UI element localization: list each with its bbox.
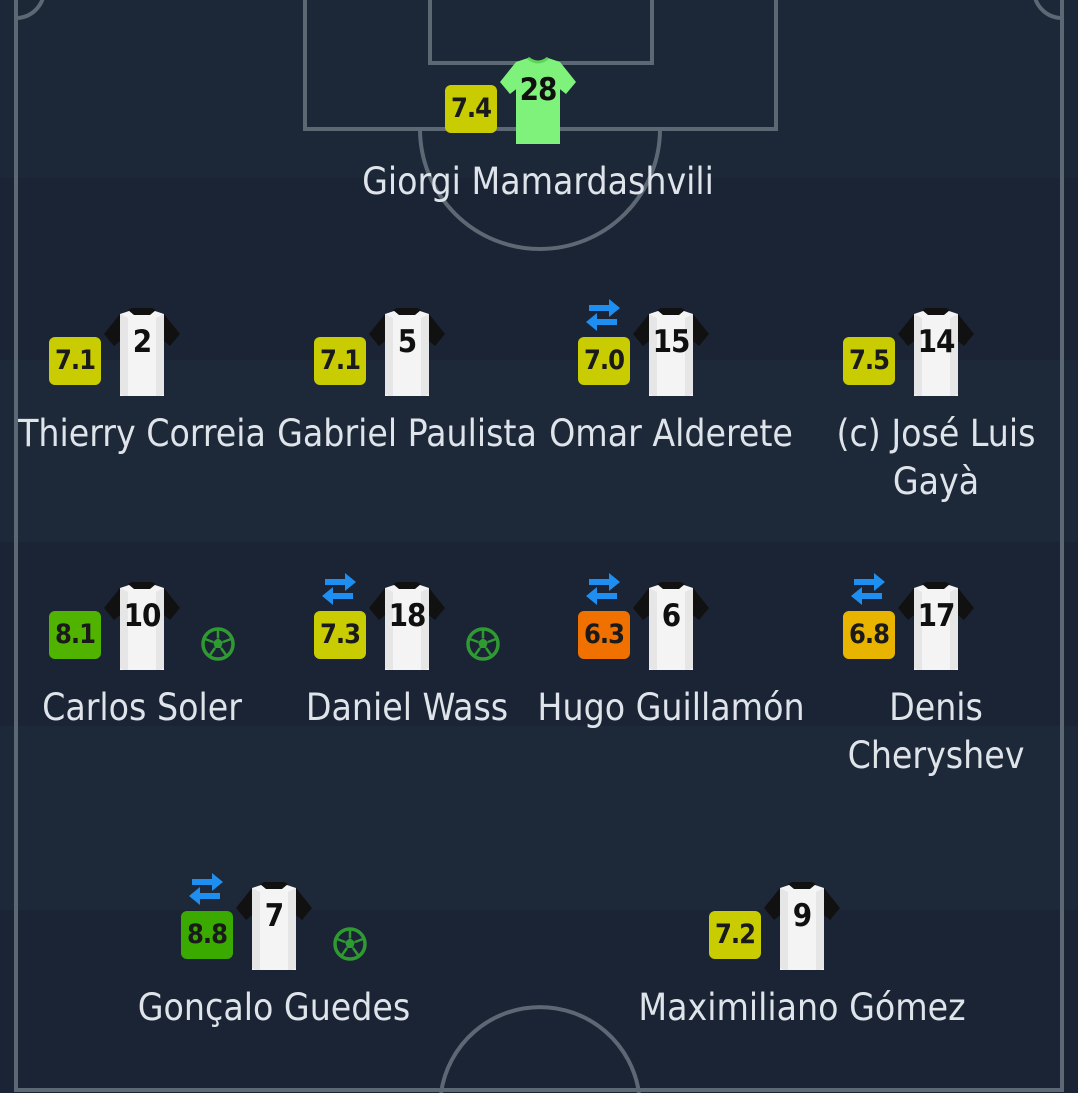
player-name: Hugo Guillamón xyxy=(537,686,805,729)
rating-badge: 7.1 xyxy=(314,337,366,385)
rating-badge: 8.1 xyxy=(49,611,101,659)
player-name: Gabriel Paulista xyxy=(277,412,537,455)
player-name: Daniel Wass xyxy=(305,686,509,729)
penalty-arc xyxy=(418,128,662,251)
shirt-number: 15 xyxy=(652,324,691,360)
shirt-number: 9 xyxy=(792,898,812,934)
shirt-icon: 2 xyxy=(102,306,182,398)
player-name: Giorgi Mamardashvili xyxy=(362,160,714,203)
pitch-stripe xyxy=(0,542,1078,726)
shirt-icon: 17 xyxy=(896,580,976,672)
corner-arc-left xyxy=(15,0,45,20)
rating-badge: 6.8 xyxy=(843,611,895,659)
rating-badge: 7.4 xyxy=(445,85,497,133)
corner-arc-right xyxy=(1033,0,1063,20)
substitution-icon xyxy=(322,573,356,605)
shirt-number: 17 xyxy=(917,598,956,634)
rating-badge: 7.2 xyxy=(709,911,761,959)
shirt-icon: 28 xyxy=(498,54,578,146)
pitch-stripe xyxy=(0,360,1078,542)
pitch-stripe xyxy=(0,178,1078,360)
shirt-icon: 7 xyxy=(234,880,314,972)
shirt-number: 5 xyxy=(397,324,417,360)
substitution-icon xyxy=(586,573,620,605)
shirt-icon: 18 xyxy=(367,580,447,672)
shirt-number: 28 xyxy=(519,72,558,108)
shirt-icon: 9 xyxy=(762,880,842,972)
substitution-icon xyxy=(851,573,885,605)
player-name: Omar Alderete xyxy=(549,412,793,455)
rating-badge: 7.1 xyxy=(49,337,101,385)
shirt-number: 2 xyxy=(132,324,152,360)
pitch-boundary xyxy=(14,0,1064,1092)
substitution-icon xyxy=(586,299,620,331)
player-name: Denis Cheryshev xyxy=(847,686,1025,777)
player-name: Thierry Correia xyxy=(18,412,266,455)
rating-badge: 8.8 xyxy=(181,911,233,959)
shirt-icon: 10 xyxy=(102,580,182,672)
shirt-number: 10 xyxy=(123,598,162,634)
rating-badge: 7.0 xyxy=(578,337,630,385)
rating-badge: 6.3 xyxy=(578,611,630,659)
substitution-icon xyxy=(189,873,223,905)
shirt-number: 7 xyxy=(264,898,284,934)
shirt-number: 6 xyxy=(661,598,681,634)
rating-badge: 7.3 xyxy=(314,611,366,659)
player-name: (c) José Luis Gayà xyxy=(836,412,1036,503)
shirt-icon: 5 xyxy=(367,306,447,398)
shirt-icon: 6 xyxy=(631,580,711,672)
shirt-number: 18 xyxy=(388,598,427,634)
pitch-stripe xyxy=(0,726,1078,910)
goal-ball-icon xyxy=(333,927,367,961)
goal-ball-icon xyxy=(466,627,500,661)
shirt-icon: 15 xyxy=(631,306,711,398)
player-name: Maximiliano Gómez xyxy=(638,986,966,1029)
shirt-number: 14 xyxy=(917,324,956,360)
rating-badge: 7.5 xyxy=(843,337,895,385)
pitch-stripe xyxy=(0,910,1078,1093)
goal-ball-icon xyxy=(201,627,235,661)
player-name: Gonçalo Guedes xyxy=(137,986,411,1029)
shirt-icon: 14 xyxy=(896,306,976,398)
center-circle-arc xyxy=(439,1005,641,1093)
player-name: Carlos Soler xyxy=(42,686,242,729)
